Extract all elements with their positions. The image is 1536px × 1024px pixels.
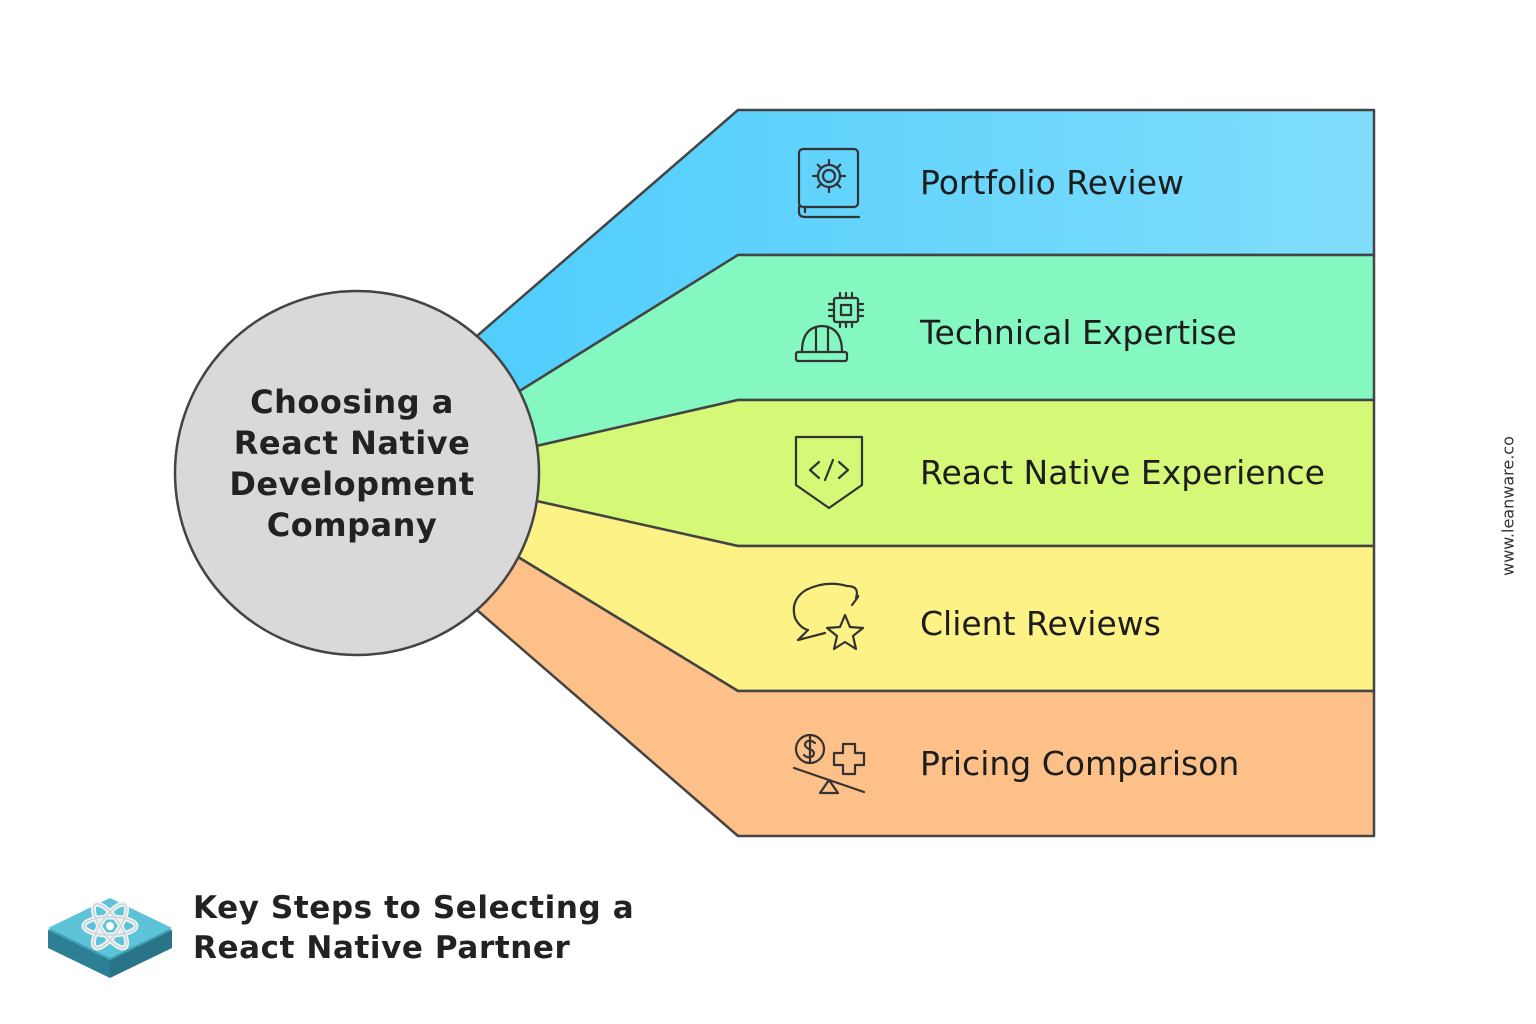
center-circle — [173, 289, 541, 657]
center-title: Choosing a React Native Development Comp… — [197, 382, 507, 546]
step-label-react-native-experience: React Native Experience — [920, 453, 1325, 492]
code-shield-icon — [794, 435, 864, 510]
step-label-client-reviews: Client Reviews — [920, 604, 1161, 643]
book-gear-icon — [797, 147, 861, 219]
center-title-line: Company — [266, 506, 438, 544]
center-title-line: Development — [229, 465, 475, 503]
center-title-line: React Native — [233, 424, 471, 462]
chat-star-icon — [792, 582, 865, 651]
center-title-line: Choosing a — [250, 383, 454, 421]
scale-dollar-icon — [792, 733, 866, 795]
footer-title-line: Key Steps to Selecting a — [193, 890, 635, 926]
react-atom-logo-icon — [48, 898, 172, 978]
watermark-url: www.leanware.co — [1498, 436, 1518, 576]
step-label-pricing-comparison: Pricing Comparison — [920, 744, 1240, 783]
footer-title-line: React Native Partner — [193, 930, 571, 966]
step-label-portfolio-review: Portfolio Review — [920, 163, 1184, 202]
helmet-chip-icon — [794, 291, 865, 363]
footer-title: Key Steps to Selecting a React Native Pa… — [193, 888, 634, 968]
step-label-technical-expertise: Technical Expertise — [920, 313, 1237, 352]
